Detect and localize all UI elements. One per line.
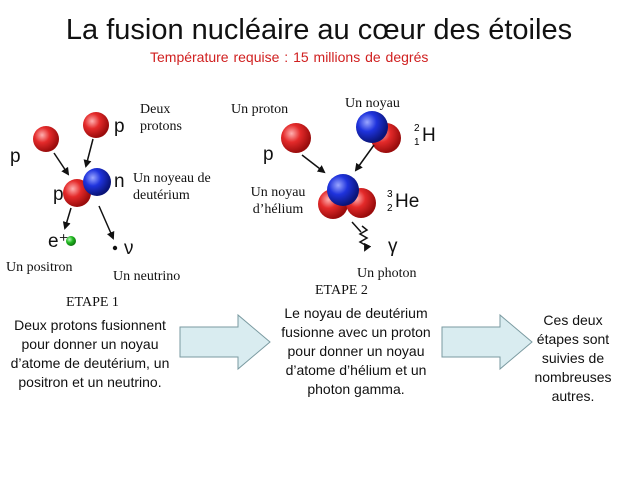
hydrogen-mass-number: 2 xyxy=(414,123,420,134)
arrow-to-neutrino xyxy=(98,205,115,240)
label-deuterium-nucleus: Un noyeau de deutérium xyxy=(133,171,211,203)
page-title: La fusion nucléaire au cœur des étoiles xyxy=(65,14,573,46)
nucleus-neutron xyxy=(356,111,388,143)
label-neutrino: Un neutrino xyxy=(113,269,181,284)
conclusion-description: Ces deux étapes sont suivies de nombreus… xyxy=(534,312,612,404)
stage-1-description: Deux protons fusionnent pour donner un n… xyxy=(10,317,170,390)
photon-wave-icon xyxy=(358,225,372,252)
arrow-to-positron xyxy=(62,207,72,230)
label-positron: Un positron xyxy=(6,260,73,275)
helium-mass-number: 3 xyxy=(387,189,393,200)
positron-particle xyxy=(66,236,76,246)
proton-1 xyxy=(33,126,59,152)
symbol-proton-2: p xyxy=(114,116,125,137)
arrow-proton-to-helium xyxy=(301,154,326,174)
symbol-positron: e⁺ xyxy=(48,231,69,252)
helium-neutron xyxy=(327,174,359,206)
symbol-proton-1: p xyxy=(10,146,21,167)
block-arrow-2 xyxy=(441,313,533,371)
arrow-nucleus-to-helium xyxy=(354,144,375,172)
helium-atomic-number: 2 xyxy=(387,203,393,214)
temperature-subtitle: Température requise : 15 millions de deg… xyxy=(150,49,429,65)
neutrino-particle xyxy=(112,245,118,251)
arrow-helium-to-photon xyxy=(351,221,362,233)
stage-1-title: ETAPE 1 xyxy=(66,295,119,310)
symbol-gamma: γ xyxy=(388,236,398,257)
arrow-p1-to-deuterium xyxy=(53,152,70,176)
incoming-proton xyxy=(281,123,311,153)
arrow-p2-to-deuterium xyxy=(83,138,94,168)
deuterium-neutron xyxy=(83,168,111,196)
stage-2-title: ETAPE 2 xyxy=(315,283,368,298)
symbol-neutron: n xyxy=(114,171,125,192)
label-a-proton: Un proton xyxy=(231,102,289,117)
label-photon: Un photon xyxy=(357,266,417,281)
stage-2-description: Le noyau de deutérium fusionne avec un p… xyxy=(281,305,431,397)
symbol-incoming-proton: p xyxy=(263,144,274,165)
symbol-hydrogen: H xyxy=(422,125,436,146)
block-arrow-1 xyxy=(179,313,271,371)
hydrogen-atomic-number: 1 xyxy=(414,137,420,148)
label-a-nucleus: Un noyau xyxy=(345,96,400,111)
symbol-deuterium-proton: p xyxy=(53,184,64,205)
symbol-neutrino: ν xyxy=(124,238,134,259)
symbol-helium: He xyxy=(395,191,420,212)
label-two-protons: Deux protons xyxy=(140,102,182,134)
proton-2 xyxy=(83,112,109,138)
label-helium-nucleus: Un noyau d’hélium xyxy=(250,185,306,217)
